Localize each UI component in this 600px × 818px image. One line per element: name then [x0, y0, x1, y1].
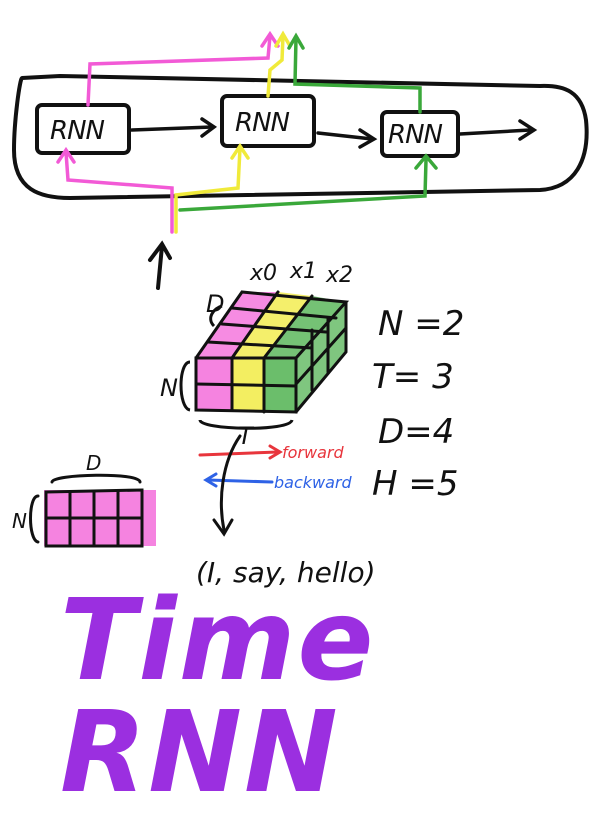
- small-matrix-dim-d: D: [86, 451, 101, 475]
- legend-forward-label: forward: [282, 443, 344, 462]
- param-h: H =5: [372, 464, 459, 504]
- input-label-x1: x1: [289, 259, 317, 284]
- input-entry-arrow: [148, 240, 172, 290]
- legend-backward-line: [203, 472, 274, 488]
- rnn-label-3: RNN: [388, 120, 443, 150]
- tensor-dim-t: T: [238, 422, 255, 450]
- param-d: D=4: [378, 412, 454, 452]
- small-matrix-dim-n: N: [12, 509, 27, 533]
- tensor-dim-d: D: [206, 290, 224, 318]
- legend-backward-label: backward: [274, 473, 352, 492]
- rnn-box-1: [35, 103, 131, 155]
- input-label-x2: x2: [325, 263, 353, 288]
- param-t: T= 3: [372, 357, 454, 397]
- input-label-x0: x0: [249, 261, 277, 286]
- rnn-label-1: RNN: [50, 116, 105, 146]
- sentence-text: (I, say, hello): [196, 556, 376, 589]
- tensor-block: [179, 290, 350, 430]
- small-matrix: [29, 473, 156, 548]
- param-n: N =2: [378, 304, 464, 344]
- input-arrows: [56, 142, 438, 234]
- output-arrows: [86, 30, 422, 114]
- page-title: Time RNN: [60, 576, 376, 818]
- hidden-arrows: [130, 117, 538, 149]
- legend-forward-line: [198, 444, 283, 460]
- diagram-canvas: RNN RNN RNN x0 x1 x2: [12, 30, 589, 809]
- outer-container: [12, 74, 589, 200]
- sentence-arrow: [212, 434, 242, 537]
- diagram-svg: RNN RNN RNN x0 x1 x2: [12, 30, 589, 589]
- rnn-label-2: RNN: [235, 108, 290, 138]
- tensor-dim-n: N: [160, 374, 178, 402]
